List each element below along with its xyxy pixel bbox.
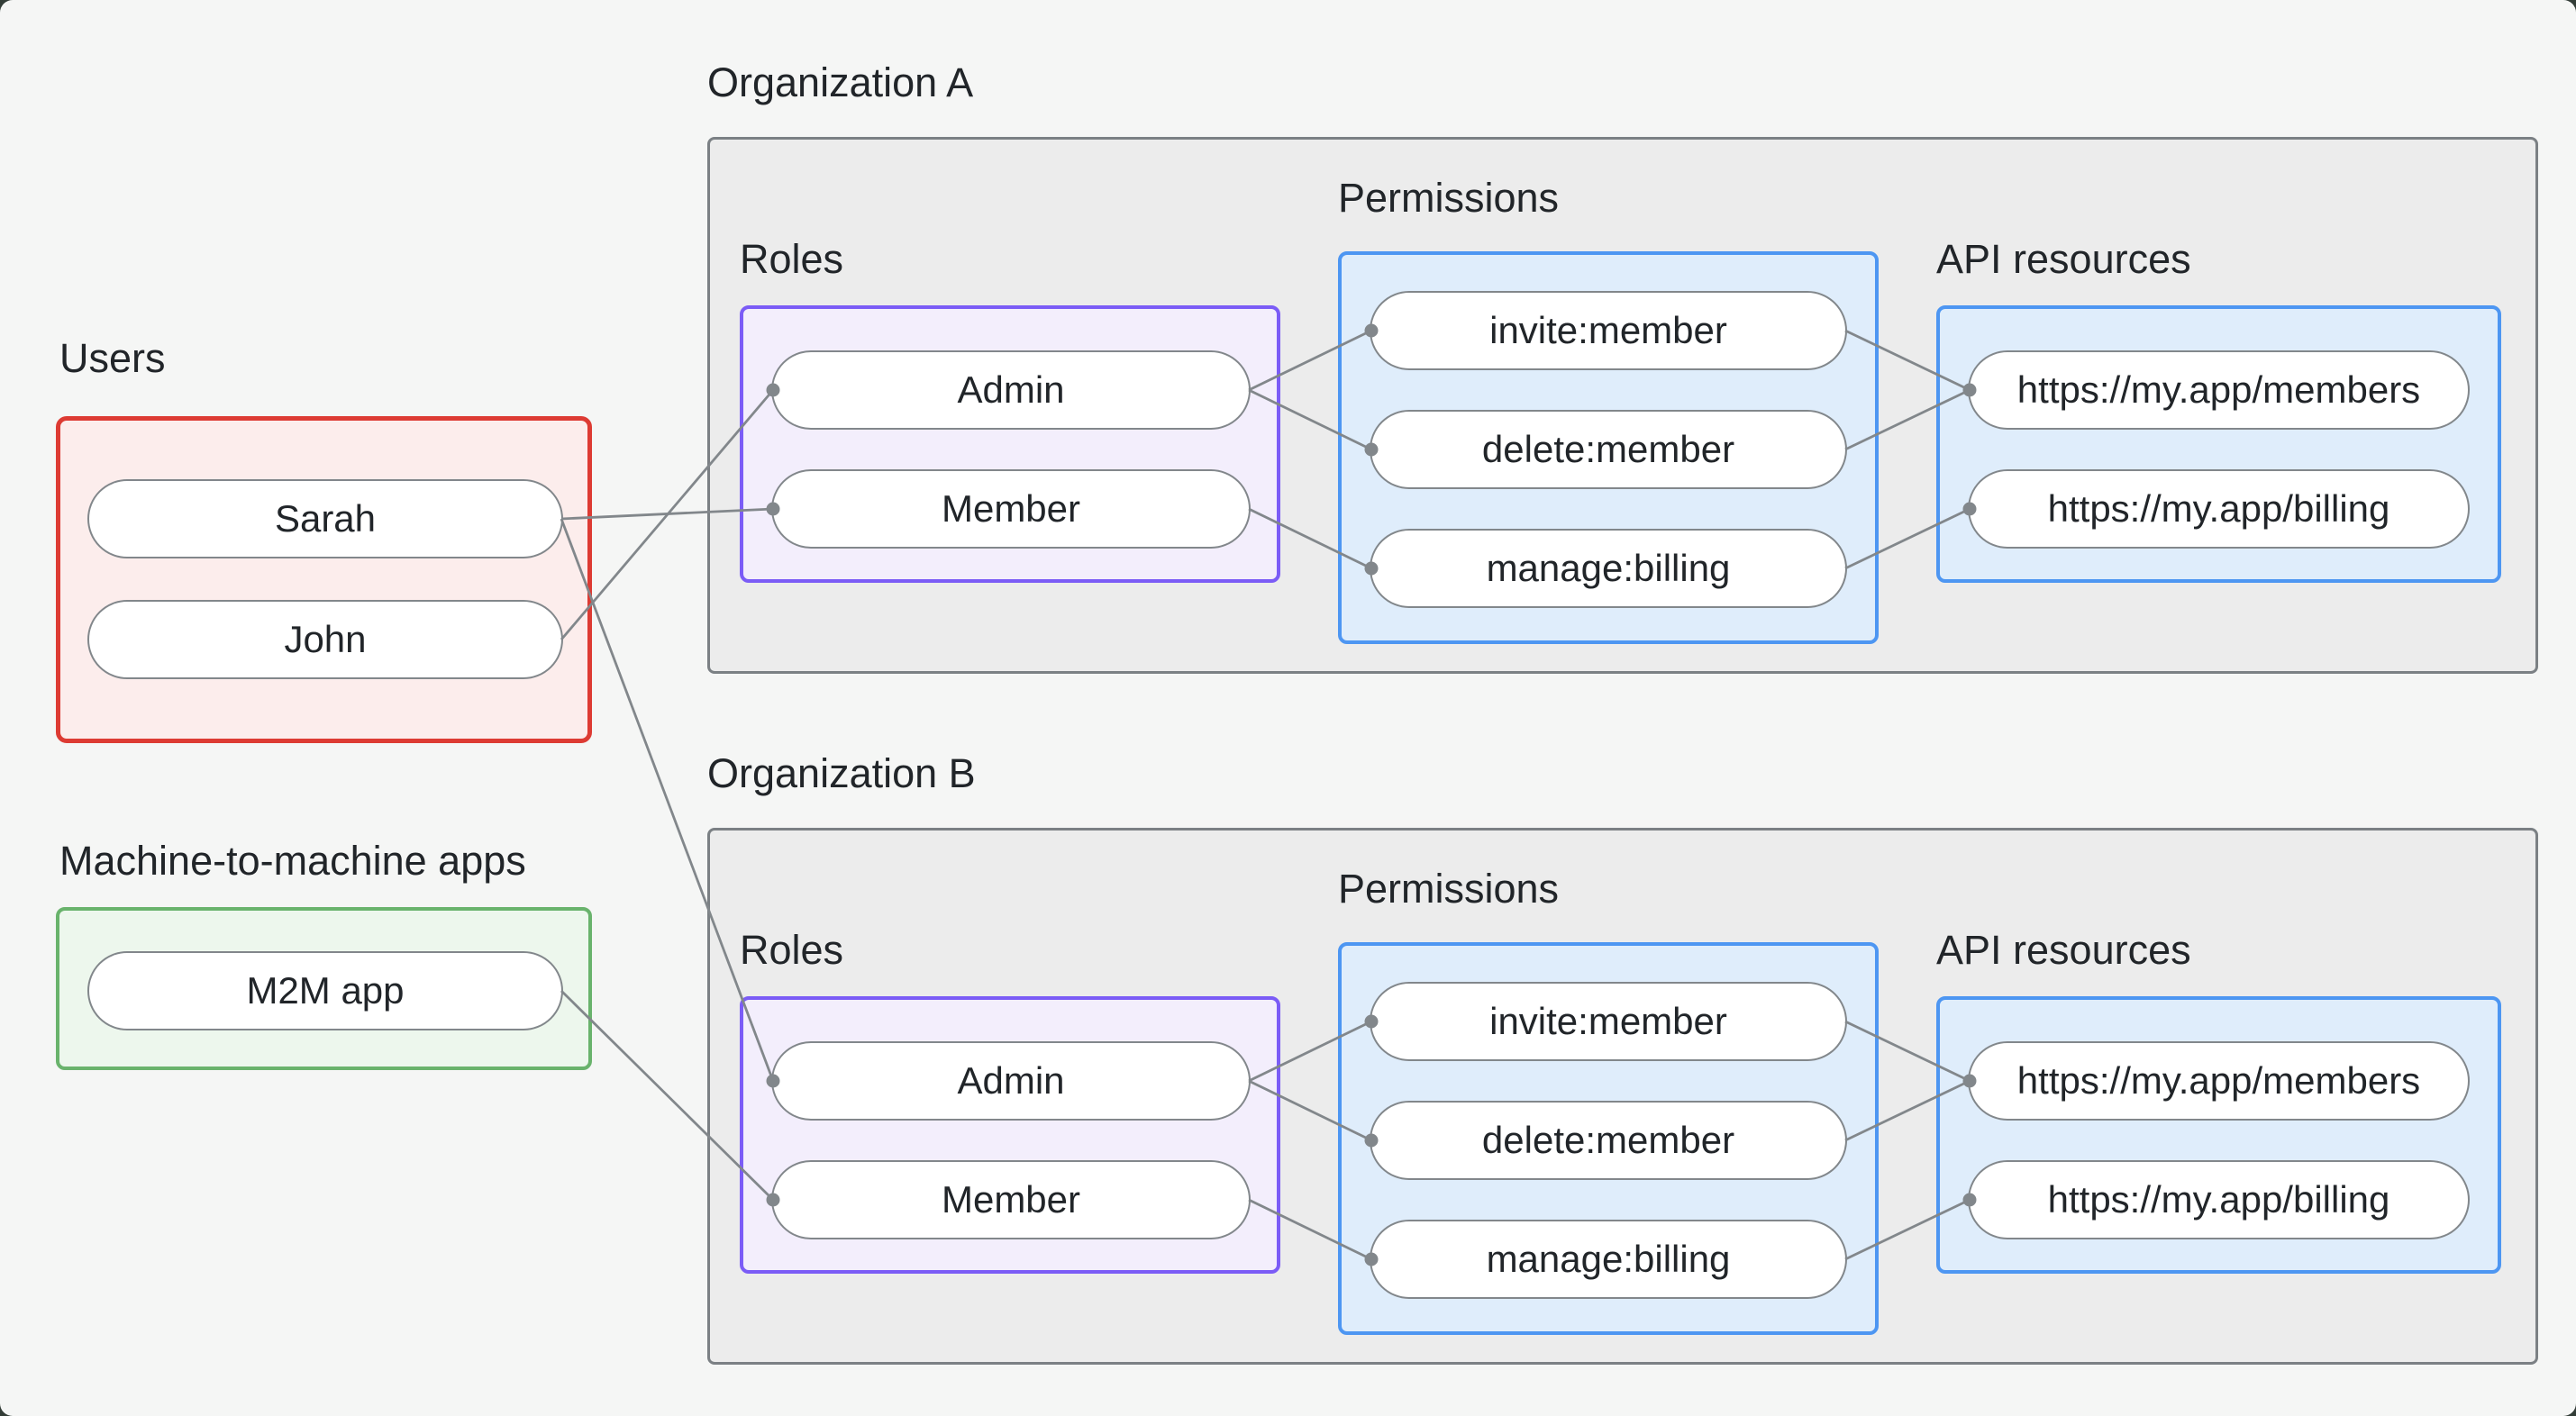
m2m-app-node: M2M app bbox=[87, 951, 563, 1030]
org-a-api-members-node: https://my.app/members bbox=[1968, 350, 2470, 430]
org-a-api-billing-node: https://my.app/billing bbox=[1968, 469, 2470, 549]
users-group-label: Users bbox=[59, 335, 166, 381]
org-b-role-member-node: Member bbox=[771, 1160, 1251, 1239]
org-a-role-member-node: Member bbox=[771, 469, 1251, 549]
org-b-role-admin-node: Admin bbox=[771, 1041, 1251, 1121]
org-b-roles-label: Roles bbox=[740, 927, 844, 973]
org-a-roles-label: Roles bbox=[740, 236, 844, 282]
org-a-api-resources-label: API resources bbox=[1936, 236, 2191, 282]
org-b-permissions-label: Permissions bbox=[1338, 866, 1560, 912]
org-b-label: Organization B bbox=[707, 750, 976, 796]
org-b-permission-manage-node: manage:billing bbox=[1370, 1220, 1847, 1299]
org-b-permission-invite-node: invite:member bbox=[1370, 982, 1847, 1061]
user-node-john: John bbox=[87, 600, 563, 679]
org-a-permission-delete-node: delete:member bbox=[1370, 410, 1847, 489]
org-a-label: Organization A bbox=[707, 59, 974, 105]
users-group-box bbox=[56, 416, 592, 743]
org-a-role-admin-node: Admin bbox=[771, 350, 1251, 430]
user-node-sarah: Sarah bbox=[87, 479, 563, 558]
org-b-api-members-node: https://my.app/members bbox=[1968, 1041, 2470, 1121]
org-a-permission-manage-node: manage:billing bbox=[1370, 529, 1847, 608]
org-b-api-resources-label: API resources bbox=[1936, 927, 2191, 973]
org-a-permission-invite-node: invite:member bbox=[1370, 291, 1847, 370]
org-b-permission-delete-node: delete:member bbox=[1370, 1101, 1847, 1180]
m2m-group-label: Machine-to-machine apps bbox=[59, 838, 526, 884]
org-a-permissions-label: Permissions bbox=[1338, 175, 1560, 221]
org-b-api-billing-node: https://my.app/billing bbox=[1968, 1160, 2470, 1239]
